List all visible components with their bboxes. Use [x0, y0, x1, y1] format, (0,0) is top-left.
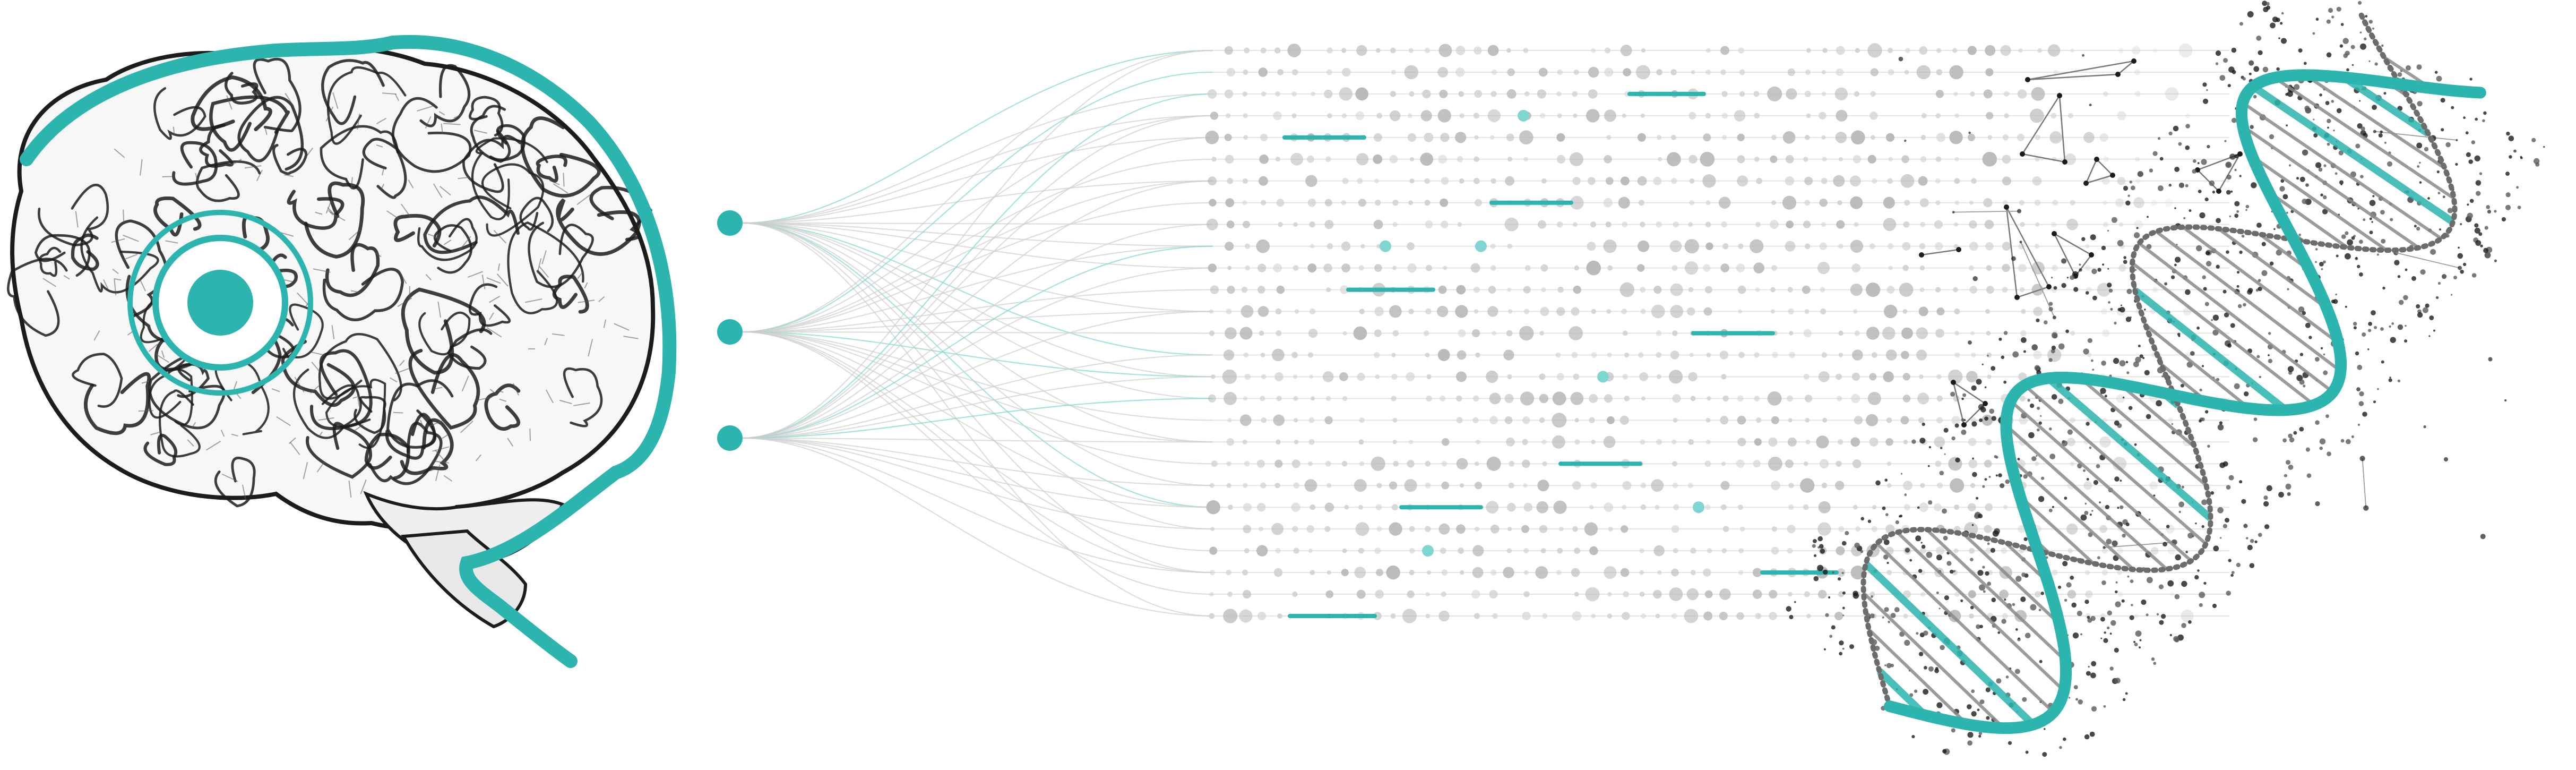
node-dot-icon: [717, 425, 743, 451]
input-nodes: [717, 210, 743, 451]
target-ring-icon: [130, 212, 311, 393]
node-dot-icon: [717, 210, 743, 236]
brain-illustration-icon: [8, 42, 669, 661]
dna-helix-icon: [1786, 1, 2545, 757]
connection-lines: [743, 50, 1213, 616]
node-dot-icon: [717, 319, 743, 345]
